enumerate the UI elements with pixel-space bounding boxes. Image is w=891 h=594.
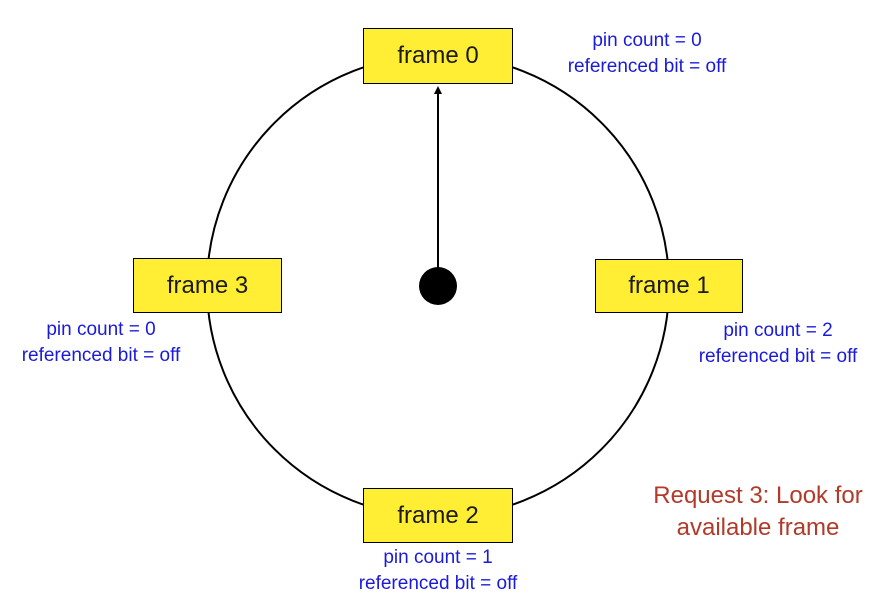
frame-0-referenced-bit: referenced bit = off bbox=[567, 56, 727, 77]
frame-3-label: frame 3 bbox=[166, 271, 249, 299]
request-note: Request 3: Look for available frame bbox=[628, 480, 888, 544]
frame-2-box: frame 2 bbox=[363, 488, 513, 543]
request-note-line-1: Request 3: Look for bbox=[653, 482, 863, 509]
frame-3-box: frame 3 bbox=[133, 258, 282, 313]
frame-1-referenced-bit: referenced bit = off bbox=[698, 346, 858, 367]
frame-2-pin-count: pin count = 1 bbox=[383, 547, 493, 568]
frame-0-box: frame 0 bbox=[363, 28, 513, 84]
frame-3-referenced-bit: referenced bit = off bbox=[21, 345, 181, 366]
request-note-line-2: available frame bbox=[676, 514, 840, 541]
frame-0-pin-count: pin count = 0 bbox=[592, 30, 702, 51]
frame-2-label: frame 2 bbox=[397, 501, 479, 529]
frame-2-info: pin count = 1 referenced bit = off bbox=[333, 545, 543, 594]
frame-2-referenced-bit: referenced bit = off bbox=[358, 573, 518, 594]
frame-3-pin-count: pin count = 0 bbox=[46, 319, 156, 340]
frame-0-info: pin count = 0 referenced bit = off bbox=[542, 28, 752, 80]
frame-0-label: frame 0 bbox=[397, 42, 479, 69]
frame-3-info: pin count = 0 referenced bit = off bbox=[0, 317, 202, 369]
frame-1-info: pin count = 2 referenced bit = off bbox=[672, 318, 884, 370]
frame-1-box: frame 1 bbox=[595, 259, 743, 313]
clock-hub bbox=[419, 267, 457, 305]
frame-1-label: frame 1 bbox=[628, 272, 710, 299]
frame-1-pin-count: pin count = 2 bbox=[723, 320, 833, 341]
